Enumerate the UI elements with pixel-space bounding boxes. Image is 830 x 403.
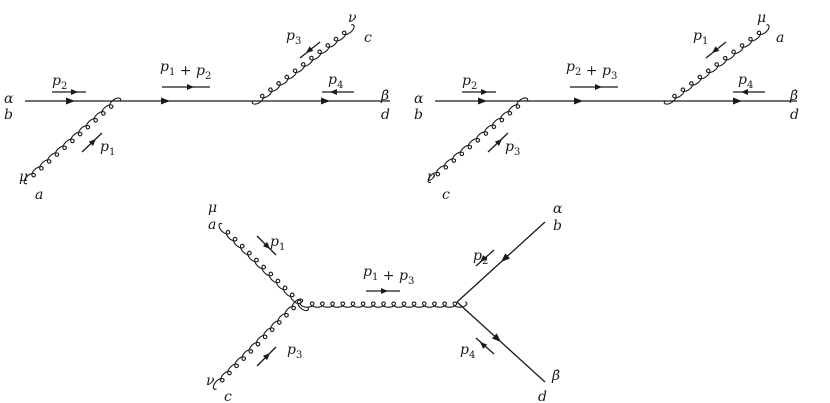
momentum-arrowhead	[262, 241, 270, 249]
diagram-3: p1 p3 p1 + p3 p2 p4 μ a ν c α b β̇ d	[206, 200, 563, 403]
momentum-arrowhead	[481, 89, 488, 95]
index-label: β̇	[380, 88, 389, 104]
index-label: a	[208, 217, 216, 233]
gluon-line	[23, 97, 122, 185]
momentum-label: p2	[52, 73, 67, 92]
gluon-line	[251, 24, 355, 105]
index-label: b	[414, 107, 423, 123]
momentum-label: p4	[738, 72, 753, 91]
fermion-arrow	[501, 253, 511, 262]
momentum-arrowhead	[480, 342, 488, 349]
momentum-label: p2	[473, 248, 488, 267]
index-label: ν	[348, 10, 357, 26]
fermion-arrow	[574, 97, 583, 105]
momentum-label: p3	[505, 139, 520, 158]
momentum-label: p3	[286, 28, 301, 47]
index-label: α	[553, 201, 563, 217]
momentum-label: p1	[100, 139, 115, 158]
momentum-arrowhead	[88, 139, 96, 146]
fermion-arrow	[161, 97, 170, 105]
index-label: a	[776, 30, 784, 46]
index-label: μ	[208, 200, 217, 216]
momentum-arrowhead	[480, 255, 488, 262]
gluon-line	[218, 222, 309, 312]
momentum-label: p4	[460, 342, 475, 361]
momentum-arrowhead	[381, 288, 388, 294]
gluon-line	[212, 298, 304, 390]
index-label: b	[553, 218, 562, 234]
momentum-label: p4	[328, 72, 343, 91]
index-label: c	[224, 389, 232, 403]
fermion-arrow	[66, 97, 75, 105]
index-label: a	[35, 187, 43, 203]
gluon-line	[427, 97, 529, 184]
diagram-2: p2 p2 + p3 p1 p4 p3 α b ν c μ a β̇ d	[414, 10, 799, 203]
gluon-line	[663, 24, 770, 105]
momentum-arrowhead	[330, 89, 337, 95]
momentum-label: p1	[693, 28, 708, 47]
momentum-arrowhead	[71, 89, 78, 95]
momentum-arrowhead	[712, 46, 720, 53]
diagram-1: p2 p1 + p2 p3 p4 p1 α b μ a ν c β̇ d	[4, 10, 390, 203]
momentum-label: p3	[287, 342, 302, 361]
fermion-arrow	[478, 97, 487, 105]
index-label: d	[790, 107, 799, 123]
index-label: β̇	[551, 368, 560, 384]
index-label: α	[414, 91, 424, 107]
fermion-arrow	[733, 97, 742, 105]
index-label: μ	[757, 10, 766, 26]
index-label: α	[4, 91, 14, 107]
momentum-label: p2 + p3	[566, 59, 617, 82]
momentum-label: p2	[462, 73, 477, 92]
momentum-label: p1 + p3	[363, 264, 414, 287]
index-label: d	[538, 389, 547, 403]
index-label: c	[364, 30, 372, 46]
index-label: β̇	[789, 88, 798, 104]
fermion-arrow	[491, 333, 501, 342]
index-label: ν	[427, 169, 436, 185]
momentum-arrowhead	[187, 84, 194, 90]
momentum-label: p1	[270, 234, 285, 253]
index-label: d	[381, 107, 390, 123]
index-label: c	[442, 187, 450, 203]
fermion-arrow	[321, 97, 330, 105]
momentum-arrowhead	[262, 353, 270, 361]
index-label: ν	[206, 373, 215, 389]
momentum-label: p1 + p2	[160, 59, 211, 82]
momentum-arrowhead	[595, 84, 602, 90]
gluon-line	[299, 301, 468, 308]
momentum-arrowhead	[306, 46, 314, 53]
momentum-arrowhead	[494, 139, 502, 146]
index-label: b	[4, 107, 13, 123]
index-label: μ	[19, 169, 28, 185]
momentum-arrowhead	[741, 89, 748, 95]
